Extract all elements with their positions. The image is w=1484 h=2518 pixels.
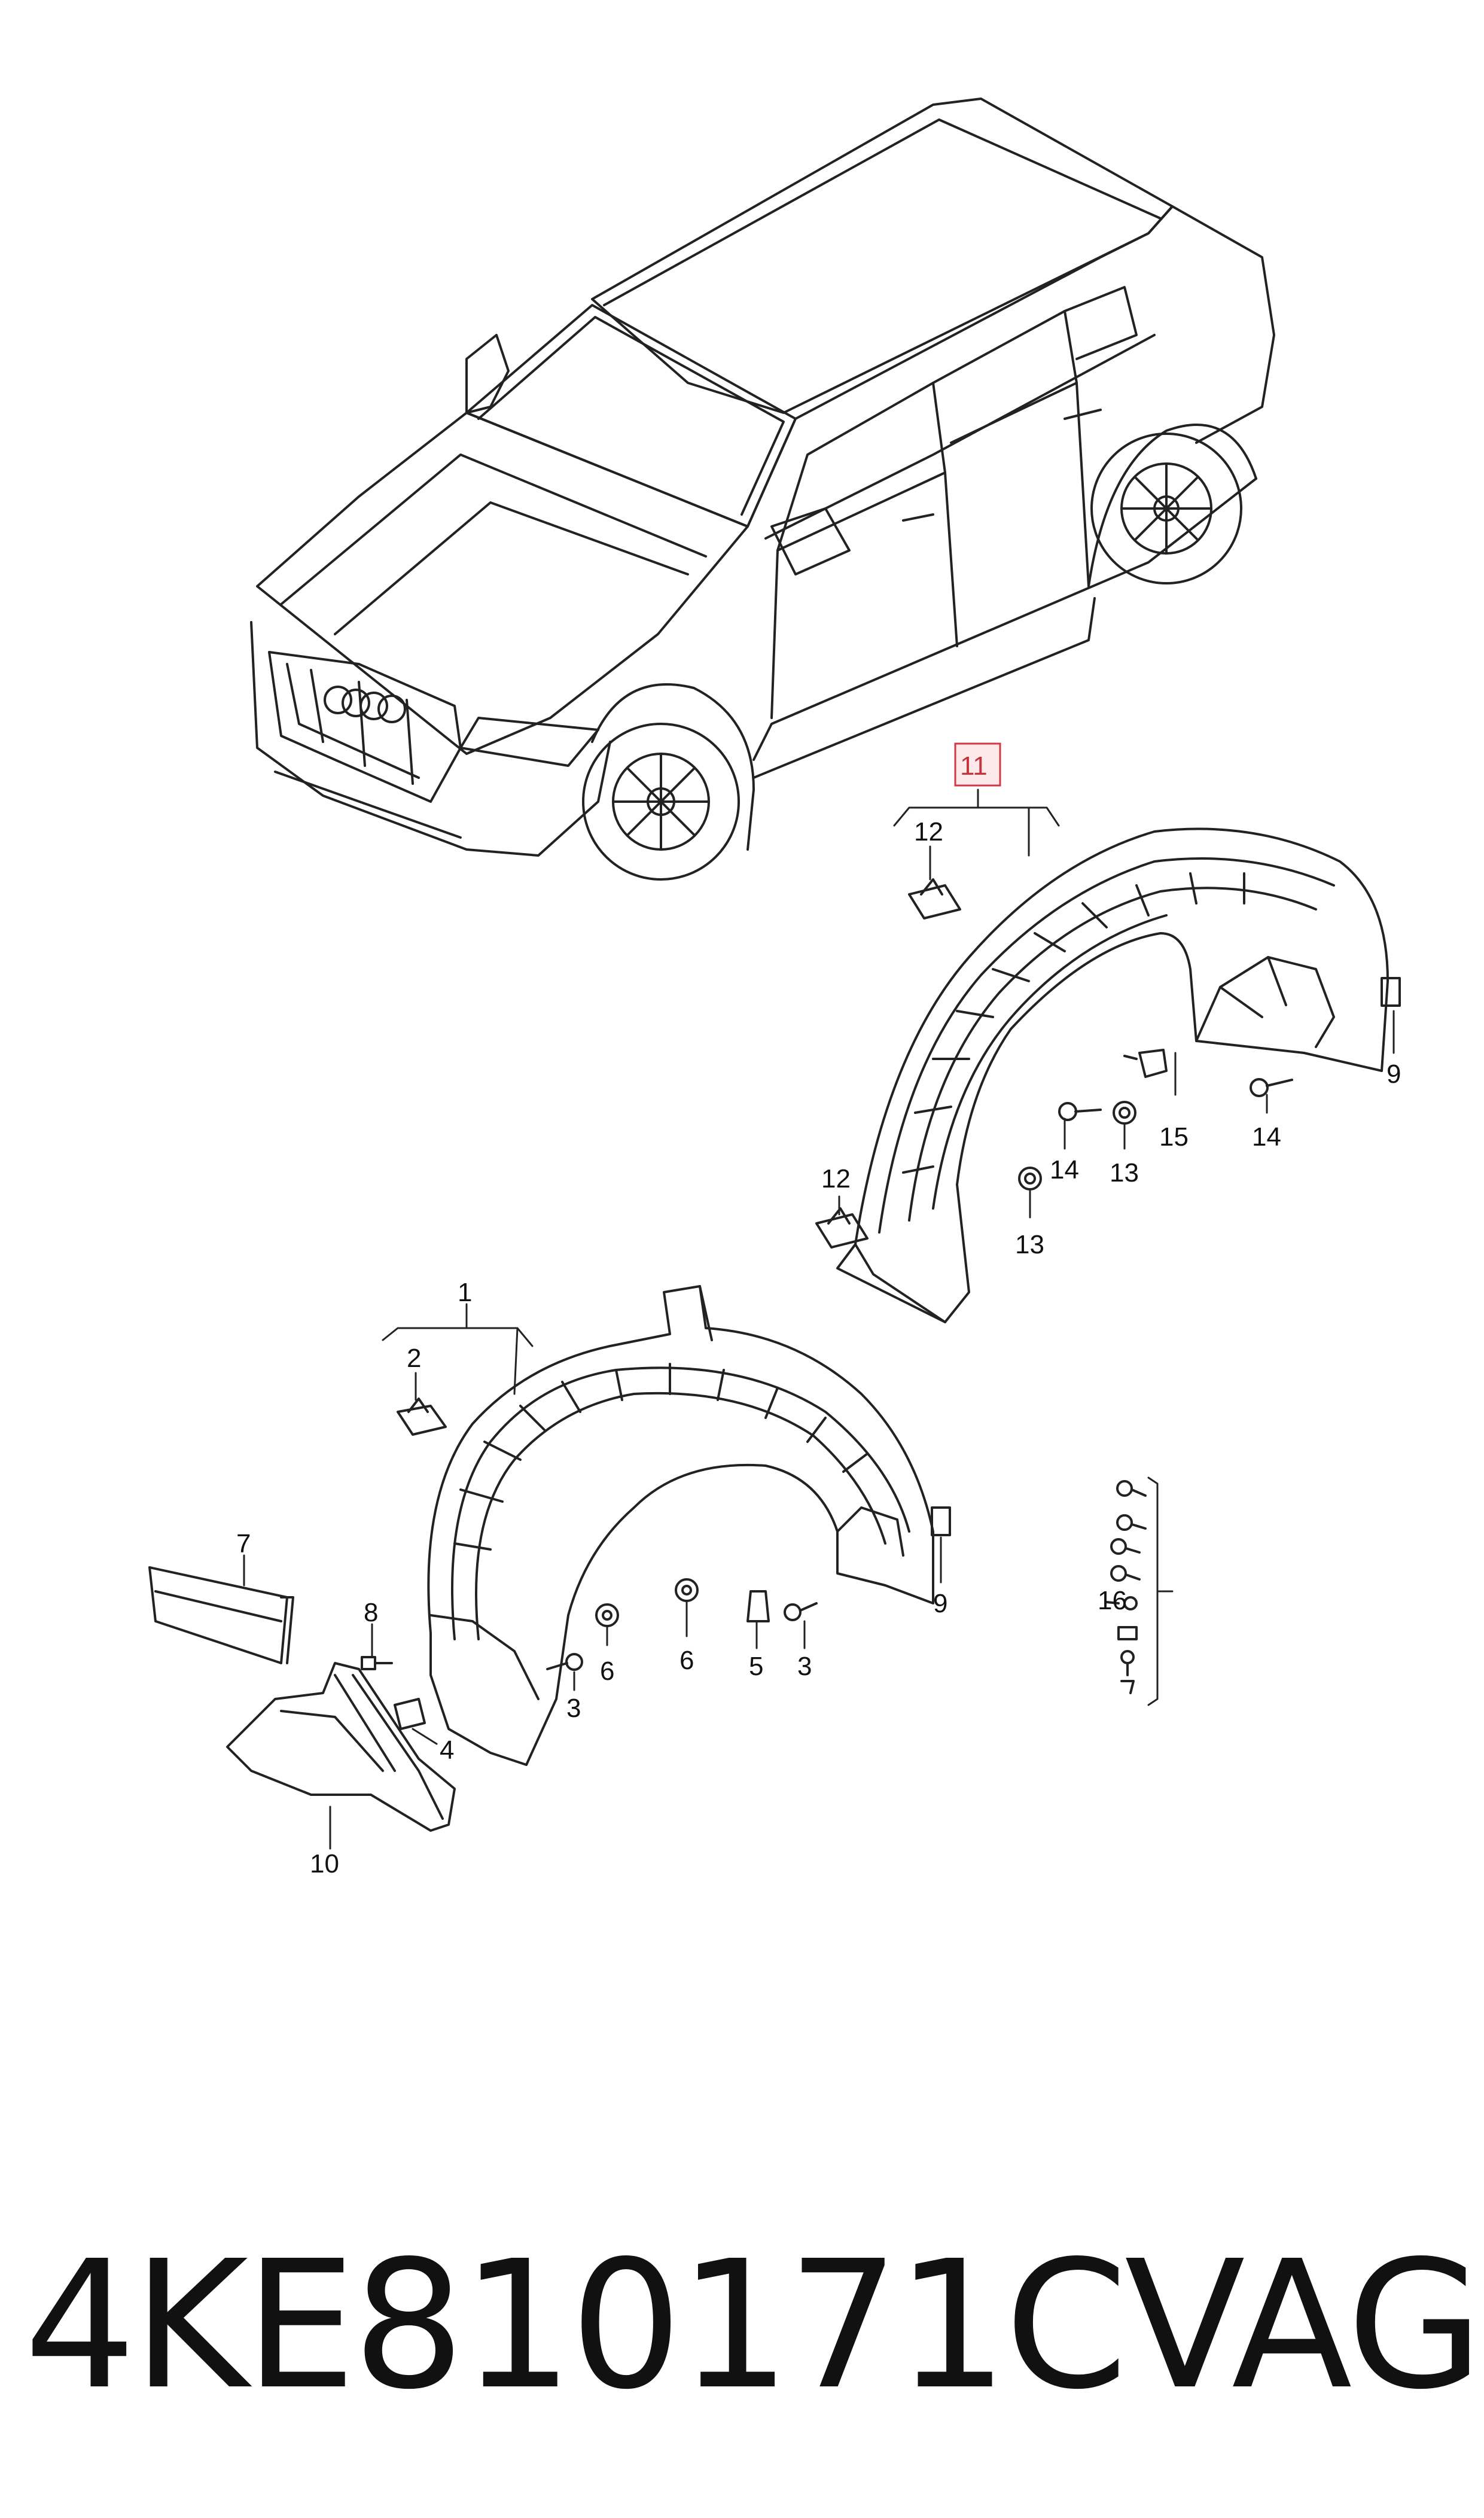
part-10-cover — [226, 1662, 456, 1832]
callout-11-highlight-box — [954, 742, 1001, 787]
part-12-clip-lower — [815, 1207, 869, 1249]
part-15-clip — [1123, 1049, 1168, 1078]
part-14-screw-a — [1058, 1102, 1102, 1121]
callout-10: 10 — [310, 1849, 339, 1878]
callout-9-front: 9 — [933, 1589, 947, 1618]
callout-12-lower: 12 — [821, 1164, 851, 1193]
leader-lines — [243, 788, 1395, 1850]
callout-3-right: 3 — [797, 1652, 812, 1681]
part-7-bracket — [148, 1566, 294, 1664]
part-8-fastener — [361, 1656, 393, 1670]
part-number: 4KE810171C — [24, 2222, 1128, 2428]
callout-6-right: 6 — [679, 1646, 694, 1675]
part-3-screw-a — [546, 1653, 583, 1671]
part-6-nut-b — [675, 1578, 699, 1602]
callout-8: 8 — [364, 1598, 378, 1627]
part-6-nut-a — [595, 1603, 619, 1627]
callout-6-left: 6 — [600, 1657, 614, 1686]
rear-wheel-arch-liner — [836, 827, 1401, 1323]
part-16-kit — [1105, 1480, 1147, 1694]
callout-14-right: 14 — [1252, 1122, 1281, 1152]
part-4-clip — [394, 1698, 426, 1730]
callout-14-left: 14 — [1050, 1155, 1079, 1185]
callout-12-top: 12 — [914, 817, 943, 847]
callouts: 11 12 12 15 14 14 13 13 9 1 2 7 8 9 16 6… — [236, 751, 1401, 1878]
callout-13-right: 13 — [1110, 1158, 1139, 1188]
front-wheel-arch-liner — [427, 1285, 951, 1766]
callout-11: 11 — [960, 751, 988, 781]
part-12-clip-top — [908, 878, 961, 919]
callout-3-left: 3 — [566, 1694, 581, 1723]
parts-diagram: 11 12 12 15 14 14 13 13 9 1 2 7 8 9 16 6… — [148, 98, 1401, 1878]
callout-15: 15 — [1159, 1122, 1189, 1152]
callout-9-rear: 9 — [1387, 1059, 1401, 1089]
callout-7: 7 — [236, 1529, 251, 1558]
callout-2: 2 — [407, 1344, 421, 1373]
callout-4: 4 — [440, 1735, 454, 1765]
part-3-screw-b — [784, 1602, 818, 1621]
callout-5: 5 — [749, 1652, 763, 1681]
part-13-nut-b — [1018, 1167, 1042, 1191]
part-14-screw-b — [1250, 1078, 1293, 1097]
callout-16: 16 — [1098, 1586, 1127, 1615]
part-5-clip — [746, 1590, 770, 1622]
part-2-clip — [397, 1397, 447, 1436]
car-illustration — [250, 98, 1275, 881]
callout-13-lower: 13 — [1015, 1230, 1044, 1259]
callout-1: 1 — [458, 1278, 472, 1307]
brand-label: VAG — [1125, 2222, 1483, 2428]
part-13-nut-a — [1113, 1101, 1136, 1125]
